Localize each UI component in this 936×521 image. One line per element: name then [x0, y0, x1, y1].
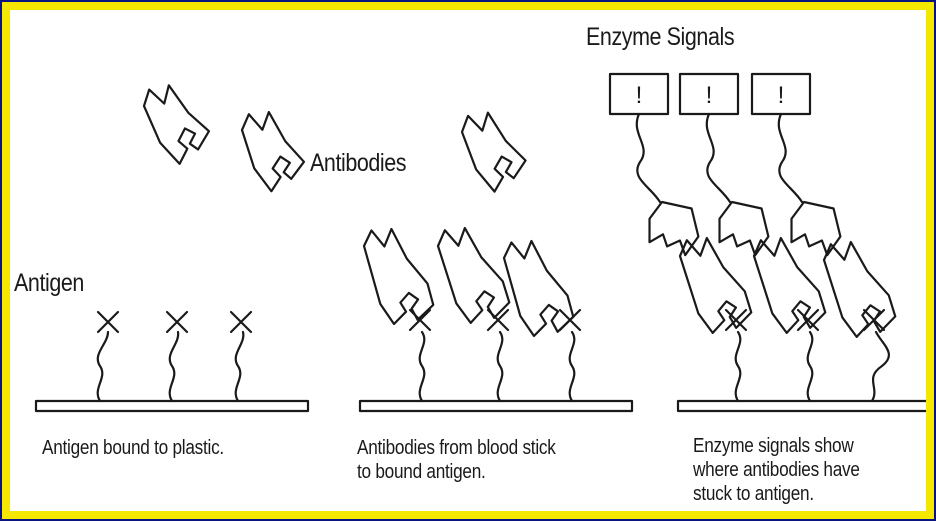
enzyme-link-2 — [707, 114, 730, 202]
enzyme-signals-label: Enzyme Signals — [586, 22, 734, 52]
free-antibody-2 — [239, 105, 308, 194]
caption-panel-3-line-3: stuck to antigen. — [693, 482, 860, 506]
plastic-bar-1 — [36, 401, 308, 411]
enzyme-marker-3: ! — [778, 82, 785, 109]
caption-panel-3-line-1: Enzyme signals show — [693, 434, 860, 458]
secondary-antibody-3 — [784, 196, 849, 257]
plastic-bar-2 — [360, 401, 632, 411]
bound-complex-2 — [435, 220, 512, 401]
enzyme-marker-1: ! — [636, 82, 643, 109]
caption-panel-2-line-1: Antibodies from blood stick — [357, 436, 556, 460]
diagram-panel: ! ! ! Enzyme Signals Antibodies Antigen … — [10, 10, 926, 511]
bound-complex-3 — [502, 234, 580, 401]
antigen-3 — [231, 312, 251, 401]
antigen-2 — [167, 312, 187, 401]
caption-panel-2-line-2: to bound antigen. — [357, 460, 556, 484]
caption-panel-1-line-1: Antigen bound to plastic. — [42, 436, 224, 460]
caption-panel-3-line-2: where antibodies have — [693, 458, 860, 482]
free-antibody-1 — [140, 76, 216, 169]
caption-panel-3: Enzyme signals show where antibodies hav… — [693, 434, 860, 506]
detected-complex-3 — [821, 234, 898, 401]
antigen-label: Antigen — [14, 268, 84, 298]
caption-panel-1: Antigen bound to plastic. — [42, 436, 224, 460]
secondary-antibody-1 — [642, 196, 707, 257]
detected-complex-2 — [751, 230, 828, 401]
enzyme-link-1 — [637, 114, 660, 202]
enzyme-marker-2: ! — [706, 82, 713, 109]
detected-complex-1 — [677, 230, 754, 401]
enzyme-link-3 — [779, 114, 802, 202]
free-antibody-3 — [458, 105, 531, 196]
bound-complex-1 — [362, 222, 436, 401]
caption-panel-2: Antibodies from blood stick to bound ant… — [357, 436, 556, 484]
plastic-bar-3 — [678, 401, 926, 411]
antigen-1 — [98, 312, 118, 401]
antibodies-label: Antibodies — [310, 148, 406, 178]
